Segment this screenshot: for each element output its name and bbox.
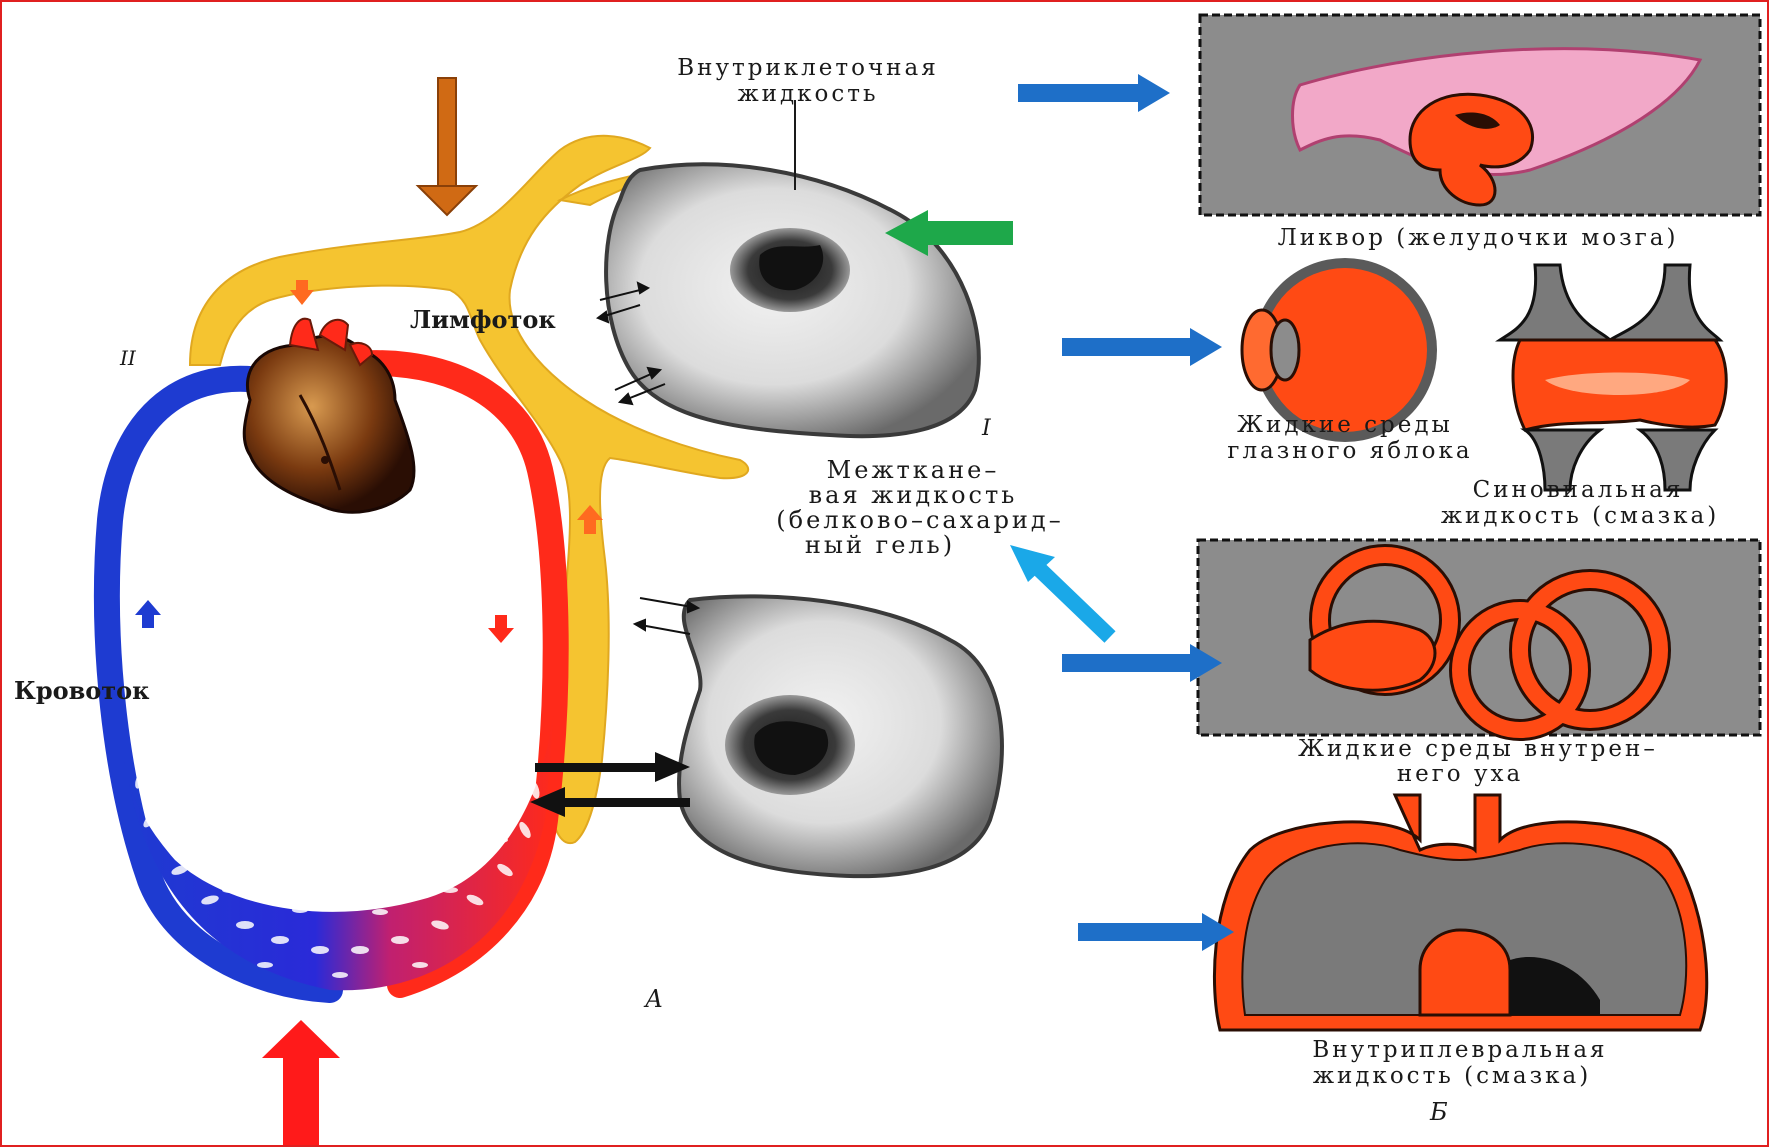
label-interstitial-line1: Межткане– (827, 456, 1000, 484)
label-intracellular-line1: Внутриклеточная (677, 55, 938, 81)
cell-upper (606, 164, 979, 436)
label-eye-line1: Жидкие среды (1237, 412, 1453, 438)
label-interstitial-line2: вая жидкость (809, 481, 1018, 509)
blue-arrow-liquor (1018, 74, 1170, 112)
label-synovial-line1: Синовиальная (1473, 477, 1684, 503)
heart-illustration (244, 319, 414, 512)
label-panel-a: А (643, 985, 663, 1013)
label-intracellular-line2: жидкость (738, 81, 879, 107)
inner-ear-panel (1198, 540, 1760, 735)
label-interstitial-line3: (белково–сахарид– (776, 506, 1063, 534)
synovial-joint-illustration (1500, 265, 1726, 490)
blue-arrow-inner-ear (1062, 644, 1222, 682)
label-roman-two: II (119, 346, 137, 370)
label-eye-line2: глазного яблока (1227, 438, 1472, 464)
red-arrow-blood (262, 1020, 340, 1145)
label-roman-one: I (981, 416, 992, 441)
pleural-cavity-illustration (1214, 795, 1706, 1030)
lightblue-arrow-interstitial (1010, 545, 1110, 637)
brown-arrow-lymph (418, 78, 476, 215)
label-liquor: Ликвор (желудочки мозга) (1278, 225, 1679, 251)
label-blood-flow: Кровоток (14, 676, 150, 705)
label-inner-ear-line2: него уха (1397, 761, 1523, 787)
label-pleural-line1: Внутриплевральная (1312, 1037, 1607, 1063)
brain-ventricles-panel (1200, 15, 1760, 215)
cell-lower (679, 596, 1002, 876)
label-synovial-line2: жидкость (смазка) (1441, 503, 1719, 529)
blue-arrow-eye (1062, 328, 1222, 366)
label-panel-b: Б (1429, 1098, 1448, 1126)
label-pleural-line2: жидкость (смазка) (1313, 1063, 1591, 1089)
blue-arrow-pleural (1078, 913, 1234, 951)
label-lymph-flow: Лимфоток (410, 305, 556, 334)
label-interstitial-line4: ный гель) (805, 531, 955, 559)
label-inner-ear-line1: Жидкие среды внутрен– (1298, 736, 1658, 762)
